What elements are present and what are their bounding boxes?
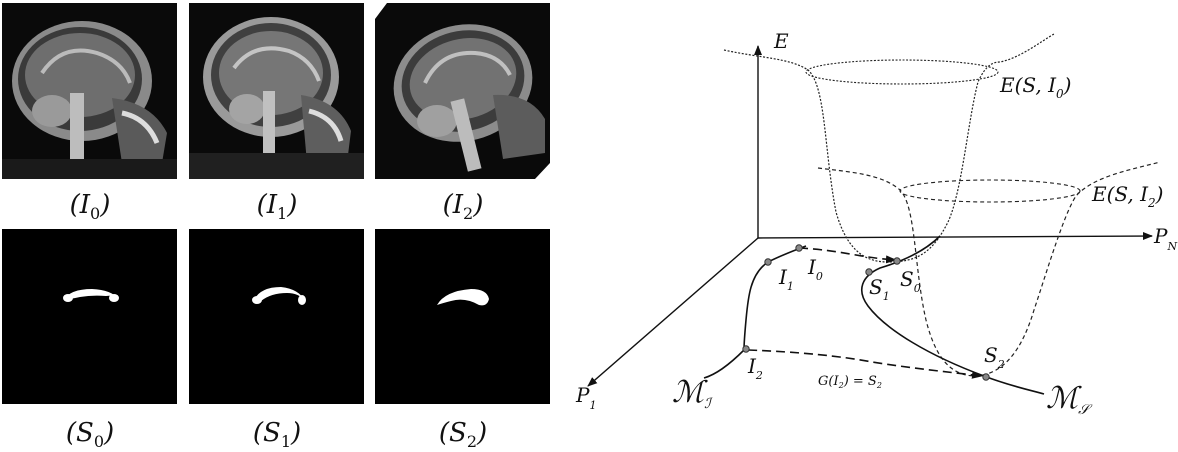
mri-image-i0 [2,3,177,179]
mapping-arrow-i2-s2 [747,349,983,379]
axis-pn-line [757,232,1153,241]
point-s1-label: S1 [869,275,890,303]
brain-sagittal-i1-graphic [189,3,364,179]
point-s0-label: S0 [900,267,921,295]
energy-label-i2: E(S, I2) [1091,182,1163,210]
point-s2-label: S2 [984,343,1005,371]
mapping-arrow-i0-s0 [798,247,897,264]
axis-p1-label: P1 [575,383,596,412]
caption-s0: (S0) [65,418,115,451]
image-manifold-curve [703,245,807,379]
caption-s2: (S2) [438,418,488,451]
corpus-callosum-s1-graphic [189,229,364,404]
segmentation-s0 [2,229,177,404]
caption-i2: (I2) [442,190,484,223]
point-s0-marker [893,257,901,265]
corpus-callosum-s2-graphic [375,229,550,404]
segmentation-manifold-label: ℳ𝒮 [1046,381,1093,418]
corpus-callosum-s0-graphic [2,229,177,404]
point-i1-marker [764,258,772,266]
axis-pn-label: PN [1153,224,1177,253]
point-i0-label: I0 [807,255,823,283]
segmentation-s2 [375,229,550,404]
energy-rim-i2 [899,179,1081,203]
point-s2-marker [982,373,990,381]
energy-label-i0: E(S, I0) [999,73,1071,101]
point-i0-marker [795,244,803,252]
point-i2-label: I2 [747,354,763,382]
mri-image-i1 [189,3,364,179]
mapping-label: G(I2) = S2 [818,374,882,390]
mri-image-i2 [375,3,550,179]
caption-i0: (I0) [69,190,111,223]
caption-i1: (I1) [256,190,298,223]
energy-rim-i0 [805,59,999,85]
caption-s1: (S1) [252,418,302,451]
point-i1-label: I1 [778,265,794,293]
energy-surface-i0 [723,33,1055,263]
energy-landscape-diagram: E PN P1 E(S, I0) E(S, I2) I0 I1 I2 S0 S1… [575,29,1177,418]
segmentation-s1 [189,229,364,404]
image-manifold-label: ℳℐ [672,375,713,412]
axis-e-label: E [773,29,789,53]
point-s1-marker [865,268,873,276]
brain-sagittal-i0-graphic [2,3,177,179]
brain-sagittal-i2-graphic [375,3,550,179]
axis-p1-line [587,237,759,387]
point-i2-marker [742,345,750,353]
